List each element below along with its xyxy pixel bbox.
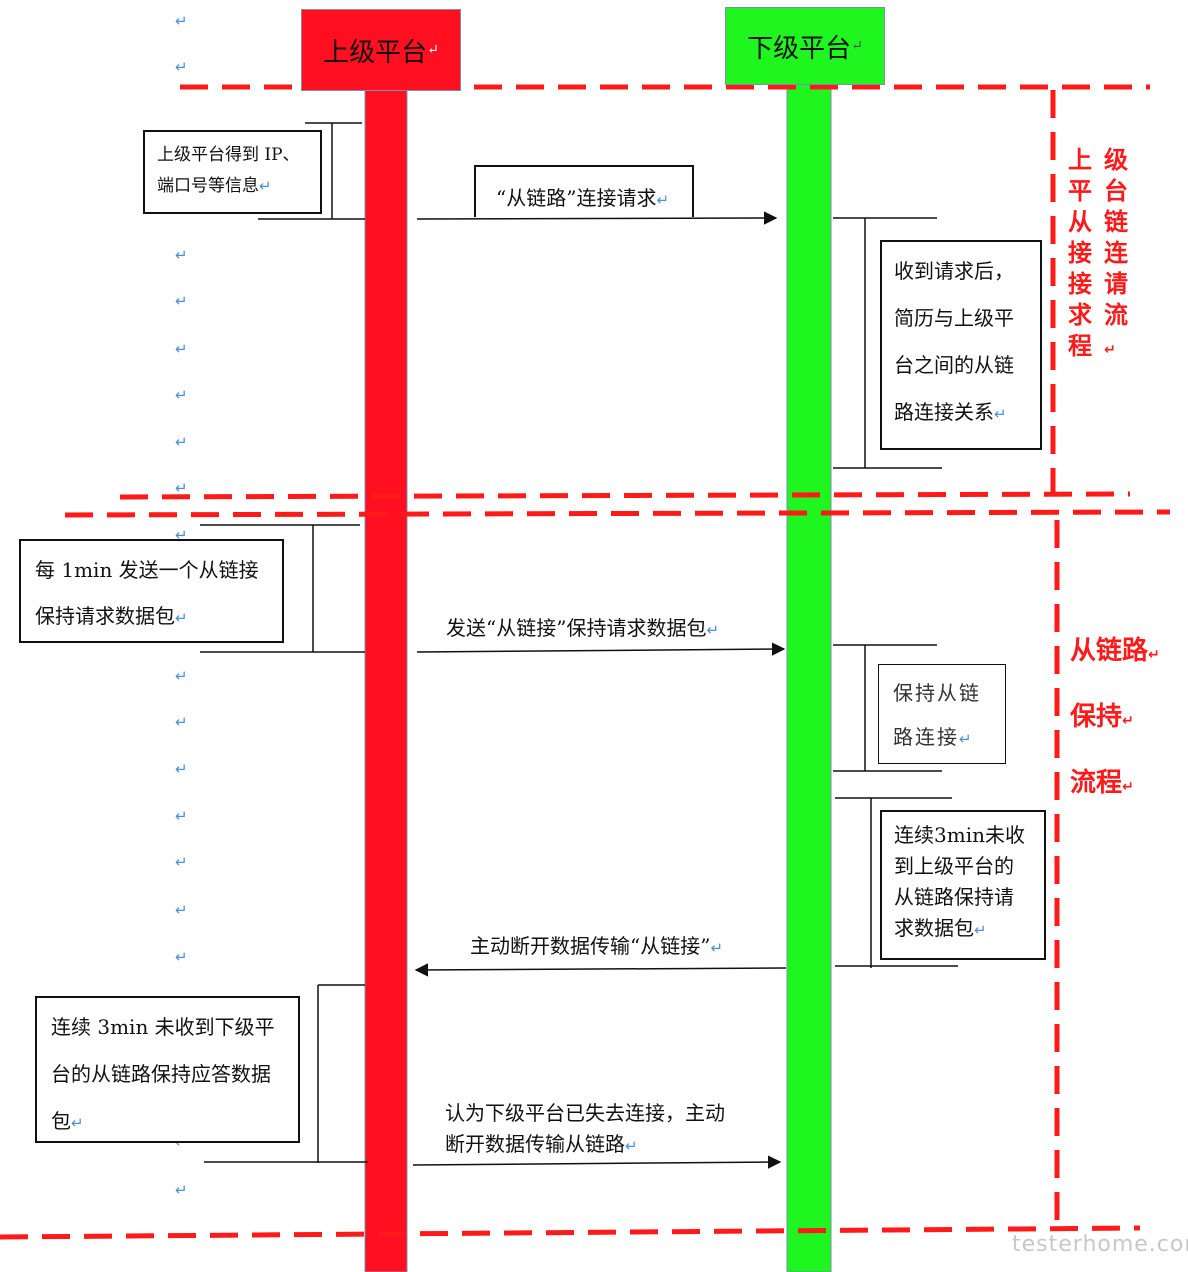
paragraph-mark: ↵: [175, 246, 188, 264]
section-title-text: 上级平台从链接连接请求流程: [1068, 146, 1140, 360]
paragraph-mark: ↵: [71, 1114, 84, 1132]
note-text: 连续 3min 未收到下级平台的从链路保持应答数据包: [51, 1015, 275, 1133]
paragraph-mark: ↵: [175, 433, 188, 451]
paragraph-mark: ↵: [959, 730, 974, 748]
arrow-disconnect: [414, 963, 787, 977]
msg-upper-disconnect-line1: 认为下级平台已失去连接，主动: [445, 1097, 725, 1126]
paragraph-mark: ↵: [175, 948, 188, 966]
msg-connect-request: “从链路”连接请求↵: [496, 182, 669, 211]
note-lower-keep: 保持从链路连接↵: [878, 664, 1006, 764]
lower-note3-bracket: [835, 797, 958, 968]
watermark-text: testerhome.com: [1012, 1232, 1188, 1257]
msg-text: 主动断开数据传输“从链接”: [470, 934, 711, 958]
note-text: 每 1min 发送一个从链接保持请求数据包: [35, 558, 259, 628]
lower-note2-bracket: [833, 644, 942, 772]
paragraph-mark: ↵: [175, 807, 188, 825]
paragraph-mark: ↵: [175, 386, 188, 404]
lower-platform-label: 下级平台: [747, 33, 852, 64]
keepalive-section-frame: [0, 509, 1171, 1240]
msg-text: 发送“从链接”保持请求数据包: [446, 616, 707, 640]
watermark: testerhome.com: [1012, 1232, 1188, 1257]
msg-connect-request-box: [474, 165, 694, 217]
section-title-connect: 上级平台从链接连接请求流程↵: [1068, 145, 1168, 366]
paragraph-mark: ↵: [175, 479, 188, 497]
paragraph-mark: ↵: [175, 713, 188, 731]
arrow-upper-disconnect: [412, 1155, 782, 1169]
note-lower-3min: 连续3min未收到上级平台的从链路保持请求数据包↵: [880, 810, 1046, 960]
paragraph-mark: ↵: [259, 177, 272, 195]
lower-note1-bracket: [833, 217, 942, 469]
note-upper-3min: 连续 3min 未收到下级平台的从链路保持应答数据包↵: [35, 996, 300, 1143]
note-upper-get-ip: 上级平台得到 IP、端口号等信息↵: [143, 130, 322, 214]
upper-platform-header: 上级平台↵: [301, 9, 461, 91]
paragraph-mark: ↵: [1122, 779, 1134, 795]
upper-platform-label: 上级平台: [323, 37, 428, 68]
paragraph-mark: ↵: [710, 939, 724, 957]
paragraph-mark: ↵: [175, 58, 188, 76]
paragraph-mark: ↵: [427, 42, 439, 58]
note-text: 上级平台得到 IP、端口号等信息: [157, 145, 300, 196]
note-text: 收到请求后，简历与上级平台之间的从链路连接关系: [894, 259, 1014, 424]
note-lower-on-request: 收到请求后，简历与上级平台之间的从链路连接关系↵: [880, 240, 1042, 450]
arrow-keepalive-request: [416, 642, 786, 656]
paragraph-mark: ↵: [851, 38, 863, 54]
paragraph-mark: ↵: [175, 340, 188, 358]
msg-disconnect: 主动断开数据传输“从链接”↵: [470, 930, 723, 959]
paragraph-mark: ↵: [625, 1137, 638, 1155]
paragraph-mark: ↵: [175, 292, 188, 310]
upper-lifeline: [364, 87, 408, 1272]
arrow-connect-request: [416, 211, 778, 225]
lower-platform-header: 下级平台↵: [725, 7, 885, 85]
connect-section-frame: [119, 84, 1150, 500]
msg-keepalive-request: 发送“从链接”保持请求数据包↵: [446, 612, 719, 641]
paragraph-mark: ↵: [974, 921, 987, 939]
note-upper-every-1min: 每 1min 发送一个从链接保持请求数据包↵: [19, 539, 284, 643]
paragraph-mark: ↵: [1122, 713, 1134, 729]
paragraph-mark: ↵: [175, 12, 188, 30]
paragraph-mark: ↵: [994, 405, 1007, 423]
msg-text: 断开数据传输从链路: [445, 1132, 625, 1156]
section-title-keepalive: 从链路↵ 保持↵ 流程↵: [1070, 620, 1160, 818]
note-text: 连续3min未收到上级平台的从链路保持请求数据包: [894, 823, 1025, 940]
paragraph-mark: ↵: [175, 609, 188, 627]
paragraph-mark: ↵: [175, 667, 188, 685]
note-text: 保持从链路连接: [893, 681, 981, 749]
paragraph-mark: ↵: [706, 621, 720, 639]
section-title-line: 保持: [1070, 702, 1123, 732]
lower-lifeline: [786, 83, 832, 1272]
paragraph-mark: ↵: [1148, 647, 1160, 663]
section-title-line: 从链路: [1070, 636, 1149, 666]
msg-text: 认为下级平台已失去连接，主动: [445, 1101, 725, 1125]
msg-text: “从链路”连接请求: [496, 186, 657, 210]
section-title-line: 流程: [1070, 768, 1123, 798]
paragraph-mark: ↵: [1104, 342, 1128, 358]
upper-note3-bracket: [204, 984, 368, 1163]
paragraph-mark: ↵: [175, 760, 188, 778]
upper-note2-bracket: [200, 524, 365, 653]
paragraph-mark: ↵: [175, 901, 188, 919]
msg-upper-disconnect-line2: 断开数据传输从链路↵: [445, 1128, 638, 1157]
upper-note1-bracket: [258, 122, 365, 220]
paragraph-mark: ↵: [656, 191, 670, 209]
paragraph-mark: ↵: [175, 1181, 188, 1199]
paragraph-mark: ↵: [175, 853, 188, 871]
